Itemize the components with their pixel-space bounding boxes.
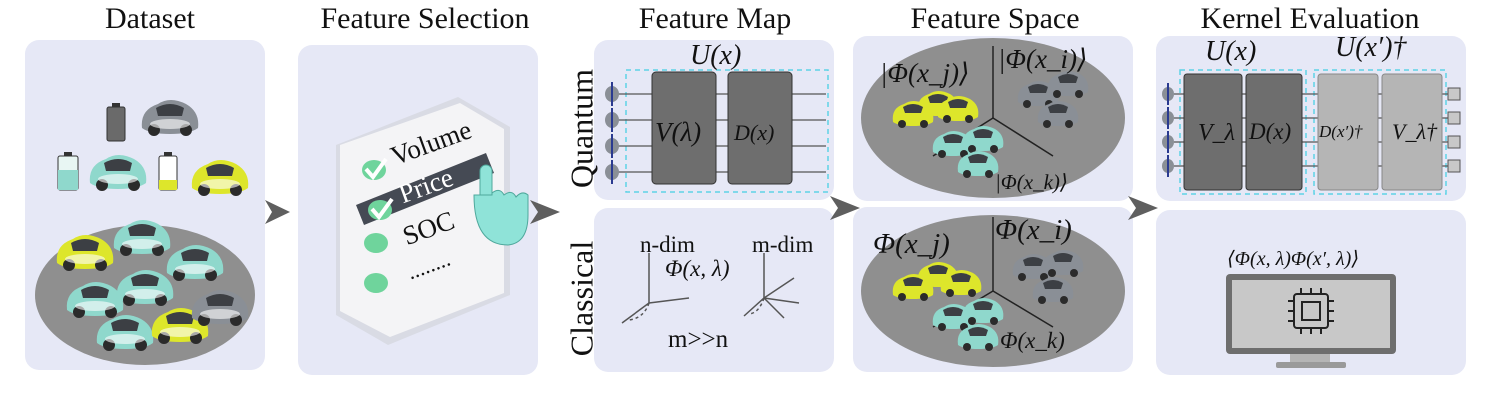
- computer-monitor-icon: [1226, 274, 1396, 368]
- gate-d: [727, 71, 793, 185]
- check-circle: [364, 233, 388, 253]
- kernel-u-label: U(x): [1205, 36, 1257, 67]
- classical-map-n-dim: n-dim: [640, 232, 695, 257]
- kernel-formula: ⟨Φ(x, λ)Φ(x′, λ)⟩: [1227, 248, 1360, 270]
- measurement-icon: [1447, 87, 1461, 173]
- qubit-icon: [605, 82, 619, 184]
- classical-feature-space: [861, 215, 1125, 367]
- title-feature-map: Feature Map: [638, 2, 792, 35]
- check-icon: [364, 157, 388, 181]
- quantum-map-u-label: U(x): [690, 40, 742, 71]
- classical-map-axes: [621, 253, 800, 324]
- car-icon: [89, 155, 147, 191]
- cpu-chip-icon: [1288, 288, 1334, 334]
- gate-v: [651, 71, 717, 185]
- dataset-illustration: [35, 100, 255, 365]
- battery-icon: [106, 103, 126, 142]
- feature-map-classical-panel: [594, 208, 834, 372]
- kernel-gate-v-label: V_λ: [1198, 120, 1236, 146]
- gate-v-dagger: [1381, 73, 1443, 191]
- hand-pointer-icon: [473, 164, 529, 246]
- title-dataset: Dataset: [105, 2, 195, 35]
- kernel-circuit: [1162, 69, 1461, 195]
- classical-space-phi-i: Φ(x_i): [995, 214, 1072, 246]
- classical-map-m-dim: m-dim: [752, 232, 814, 257]
- battery-icon: [158, 152, 178, 191]
- quantum-map-gate-d-label: D(x): [734, 120, 775, 145]
- quantum-map-gate-v-label: V(λ): [655, 117, 702, 147]
- quantum-circuit: [605, 69, 829, 193]
- qubit-icon: [1162, 83, 1174, 177]
- kernel-gate-d-label: D(x): [1249, 119, 1292, 144]
- arrow-4: [1128, 196, 1158, 220]
- car-icon: [113, 220, 171, 256]
- classical-space-phi-j: Φ(x_j): [873, 228, 950, 260]
- quantum-feature-space: [861, 38, 1125, 198]
- quantum-space-phi-j: |Φ(x_j)⟩: [880, 58, 970, 88]
- arrow-3: [830, 196, 860, 220]
- kernel-gate-d-dagger-label: D(x′)†: [1319, 122, 1363, 141]
- classical-map-phi: Φ(x, λ): [665, 256, 730, 281]
- quantum-space-phi-k: |Φ(x_k)⟩: [995, 170, 1069, 194]
- gate-v-lambda: [1183, 73, 1243, 191]
- gate-d-dagger: [1317, 73, 1379, 191]
- arrow-2: [530, 200, 560, 224]
- title-feature-space: Feature Space: [910, 2, 1080, 35]
- title-kernel-evaluation: Kernel Evaluation: [1200, 2, 1420, 35]
- classical-map-relation: m>>n: [668, 326, 729, 353]
- classical-space-phi-k: Φ(x_k): [1000, 328, 1065, 353]
- quantum-space-phi-i: |Φ(x_i)⟩: [998, 44, 1088, 74]
- title-feature-selection: Feature Selection: [320, 2, 530, 35]
- battery-icon: [57, 152, 79, 191]
- check-icon: [370, 197, 394, 221]
- car-icon: [141, 100, 199, 136]
- kernel-u-dagger-label: U(x′)†: [1335, 32, 1407, 63]
- arrow-1: [265, 200, 290, 224]
- check-circle: [364, 273, 388, 293]
- gate-d: [1245, 73, 1303, 191]
- checklist-board: [336, 97, 529, 345]
- car-icon: [191, 160, 249, 196]
- kernel-gate-v-dagger-label: V_λ†: [1392, 119, 1437, 144]
